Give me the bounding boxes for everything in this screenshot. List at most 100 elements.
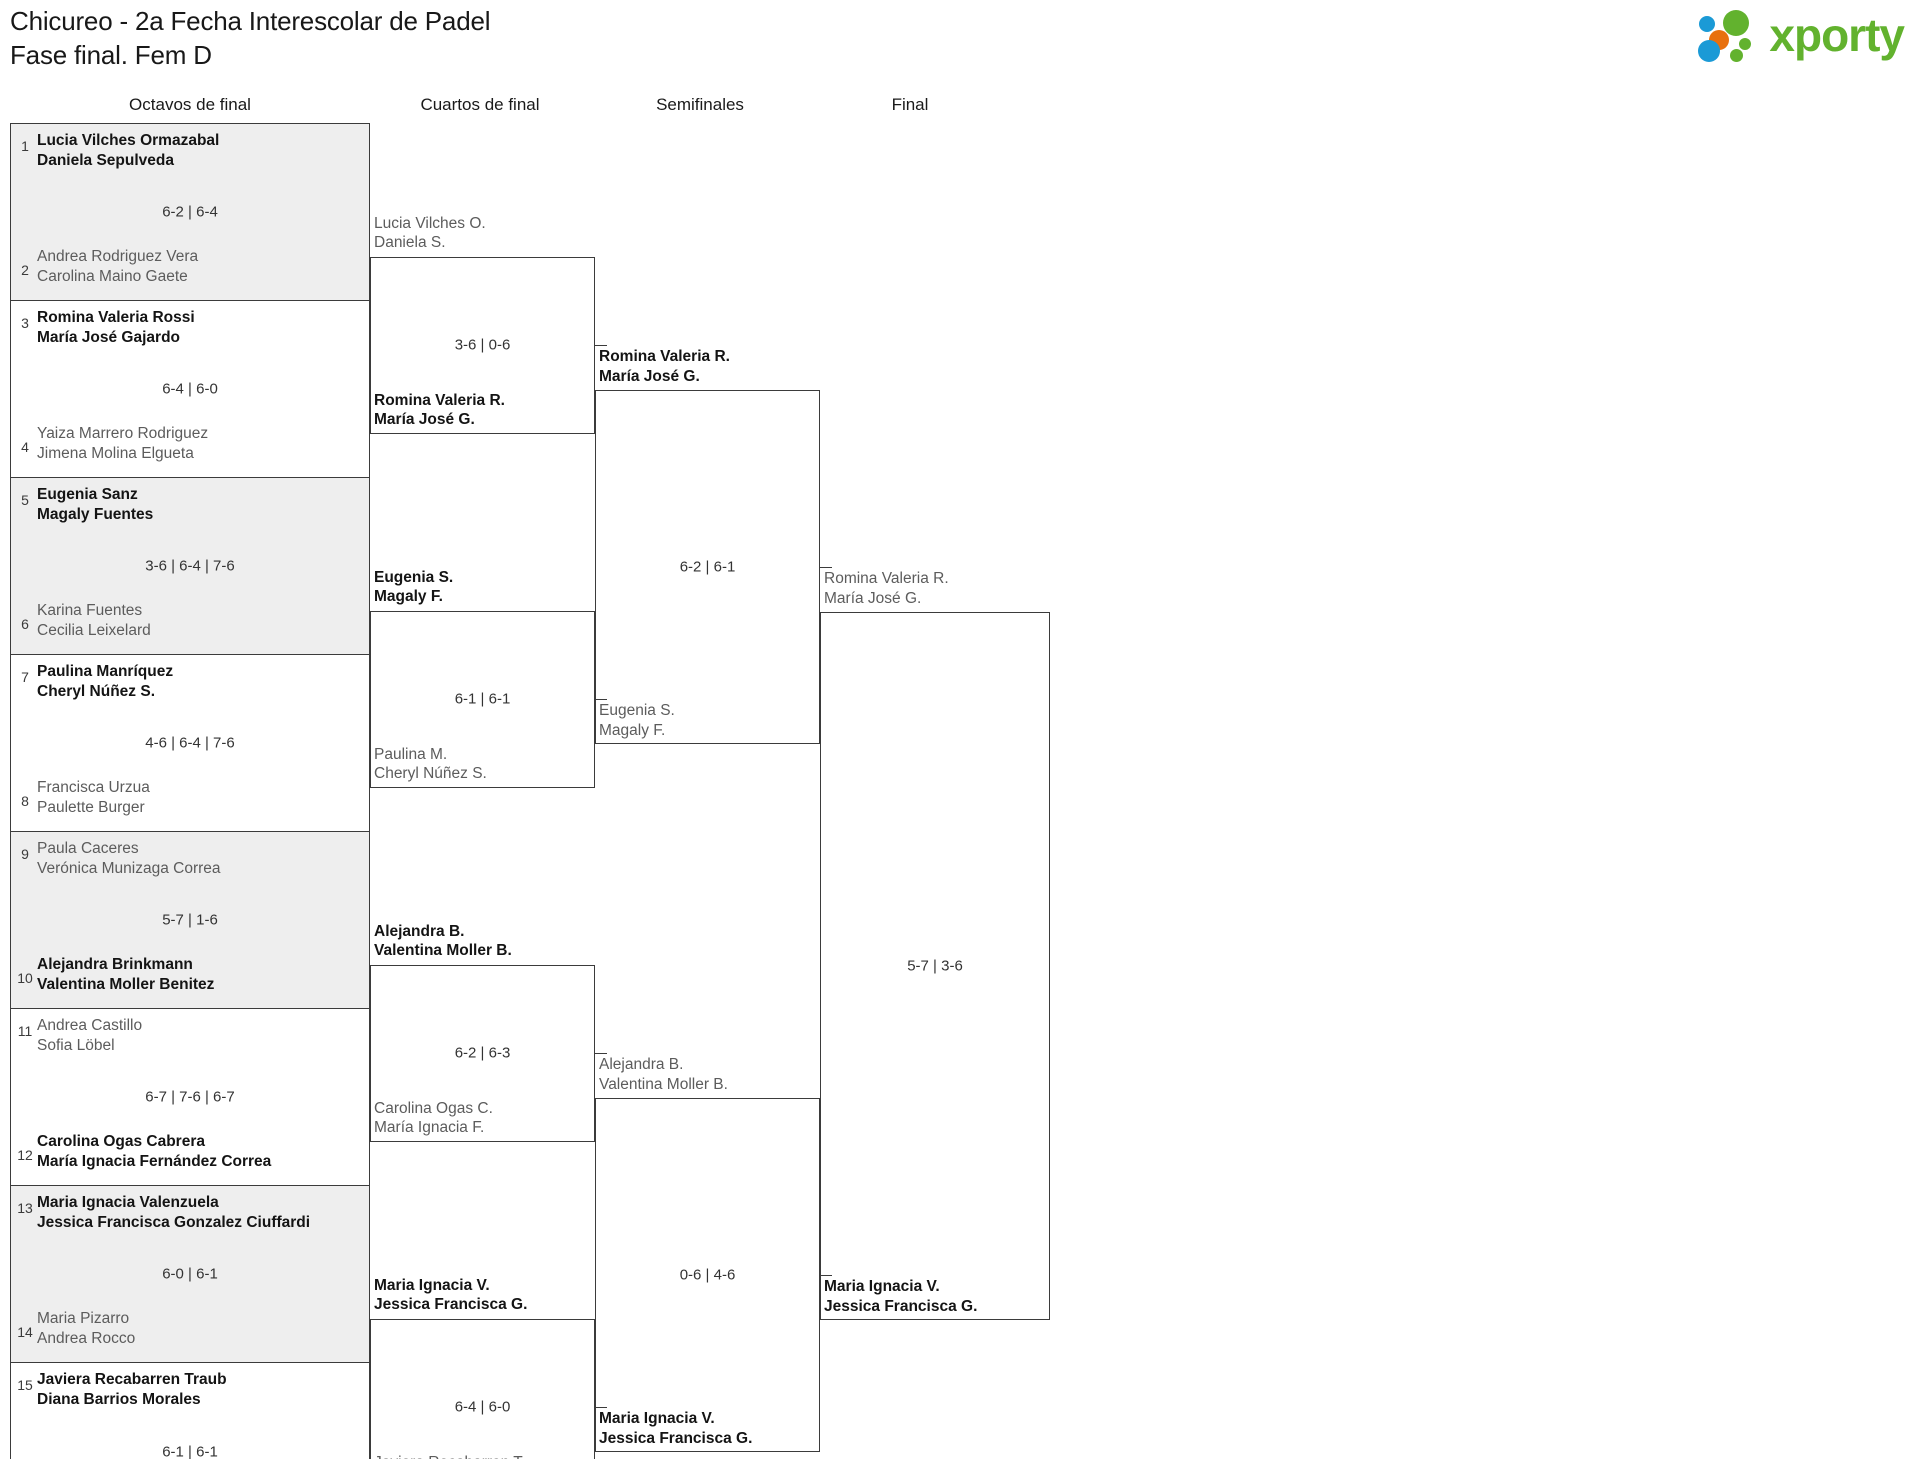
player-2: Diana Barrios Morales bbox=[37, 1390, 201, 1408]
seed-number: 10 bbox=[17, 970, 33, 986]
final-team-bottom[interactable]: Maria Ignacia V.Jessica Francisca G. bbox=[824, 1277, 977, 1316]
logo-dot-green-3 bbox=[1730, 49, 1744, 62]
player-2: Magaly Fuentes bbox=[37, 505, 154, 523]
player-2: Magaly F. bbox=[599, 721, 666, 739]
sf-team-bottom[interactable]: Eugenia S.Magaly F. bbox=[599, 701, 675, 740]
player-2: María José Gajardo bbox=[37, 328, 181, 346]
player-2: Valentina Moller B. bbox=[599, 1075, 728, 1093]
player-2: Valentina Moller Benitez bbox=[37, 975, 215, 993]
bracket-connector bbox=[820, 1275, 832, 1276]
player-1: Maria Ignacia V. bbox=[824, 1278, 940, 1295]
player-2: María José G. bbox=[599, 367, 700, 385]
seed-number: 9 bbox=[21, 846, 29, 862]
round-header-r16: Octavos de final bbox=[129, 95, 251, 114]
player-1: Carolina Ogas C. bbox=[374, 1099, 493, 1117]
sf-box[interactable]: 6-2 | 6-1 bbox=[595, 390, 820, 744]
page-title: Chicureo - 2a Fecha Interescolar de Pade… bbox=[10, 4, 490, 72]
sf-team-bottom[interactable]: Maria Ignacia V. Jessica Francisca G. bbox=[599, 1409, 752, 1448]
qf-team-bottom[interactable]: Paulina M.Cheryl Núñez S. bbox=[374, 745, 487, 784]
sf-team-top[interactable]: Romina Valeria R. María José G. bbox=[599, 347, 730, 386]
qf-team-top[interactable]: Eugenia S.Magaly F. bbox=[374, 568, 453, 607]
player-1: Romina Valeria R. bbox=[824, 570, 949, 587]
player-2: Valentina Moller B. bbox=[374, 942, 512, 959]
seed-number: 7 bbox=[21, 669, 29, 685]
round-header-sf: Semifinales bbox=[656, 95, 744, 114]
player-2: Cheryl Núñez S. bbox=[374, 765, 487, 782]
player-1: Maria Ignacia V. bbox=[599, 1410, 715, 1427]
player-2: Jessica Francisca G. bbox=[374, 1296, 528, 1313]
seed-number: 12 bbox=[17, 1147, 33, 1163]
player-1: Javiera Recabarren T. bbox=[374, 1453, 525, 1459]
player-2: Daniela S. bbox=[374, 234, 446, 251]
qf-box[interactable]: 6-4 | 6-0 bbox=[370, 1318, 595, 1459]
qf-team-bottom[interactable]: Romina Valeria R.María José G. bbox=[374, 391, 505, 430]
sf-box[interactable]: 0-6 | 4-6 bbox=[595, 1098, 820, 1452]
match-score: 0-6 | 4-6 bbox=[679, 1266, 736, 1284]
title-line-1: Chicureo - 2a Fecha Interescolar de Pade… bbox=[10, 6, 491, 36]
seed-number: 14 bbox=[17, 1324, 33, 1340]
qf-box[interactable]: 6-2 | 6-3 bbox=[370, 964, 595, 1142]
match-score: 6-4 | 6-0 bbox=[454, 1398, 511, 1416]
xporty-logo[interactable]: xporty bbox=[1697, 8, 1905, 62]
player-2: Jessica Francisca G. bbox=[599, 1429, 753, 1447]
player-1: Paula Caceres bbox=[37, 840, 139, 857]
player-1: Alejandra B. bbox=[599, 1056, 684, 1073]
seed-number: 13 bbox=[17, 1200, 33, 1216]
title-line-2: Fase final. Fem D bbox=[10, 40, 212, 70]
player-1: Eugenia S. bbox=[374, 568, 454, 586]
final-box[interactable]: 5-7 | 3-6 bbox=[820, 612, 1050, 1320]
bracket-connector bbox=[820, 567, 832, 568]
seed-number: 8 bbox=[21, 793, 29, 809]
qf-team-bottom[interactable]: Carolina Ogas C.María Ignacia F. bbox=[374, 1099, 493, 1138]
match-score: 4-6 | 6-4 | 7-6 bbox=[145, 734, 235, 752]
qf-box[interactable]: 3-6 | 0-6 bbox=[370, 256, 595, 434]
player-2: Jessica Francisca Gonzalez Ciuffardi bbox=[37, 1213, 311, 1231]
qf-team-top[interactable]: Alejandra B.Valentina Moller B. bbox=[374, 922, 512, 961]
player-1: Romina Valeria Rossi bbox=[37, 309, 195, 326]
bracket-connector bbox=[595, 699, 607, 700]
player-2: Andrea Rocco bbox=[37, 1329, 136, 1347]
qf-team-top[interactable]: Maria Ignacia V.Jessica Francisca G. bbox=[374, 1276, 527, 1315]
player-1: Romina Valeria R. bbox=[599, 348, 730, 365]
seed-number: 6 bbox=[21, 616, 29, 632]
seed-number: 3 bbox=[21, 315, 29, 331]
bracket-connector bbox=[595, 345, 607, 346]
player-1: Javiera Recabarren Traub bbox=[37, 1371, 227, 1388]
qf-box[interactable]: 6-1 | 6-1 bbox=[370, 610, 595, 788]
logo-dot-green-2 bbox=[1739, 38, 1752, 50]
match-score: 6-1 | 6-1 bbox=[454, 690, 511, 708]
qf-team-bottom[interactable]: Javiera Recabarren T.Diana Barrios M. bbox=[374, 1453, 525, 1459]
final-team-top[interactable]: Romina Valeria R.María José G. bbox=[824, 569, 949, 608]
seed-number: 2 bbox=[21, 262, 29, 278]
dots-icon bbox=[1697, 8, 1761, 62]
sf-team-top[interactable]: Alejandra B. Valentina Moller B. bbox=[599, 1055, 728, 1094]
player-2: María Ignacia Fernández Correa bbox=[37, 1152, 272, 1170]
qf-team-top[interactable]: Lucia Vilches O.Daniela S. bbox=[374, 214, 486, 253]
round-header-final: Final bbox=[891, 95, 929, 114]
match-score: 6-2 | 6-1 bbox=[679, 558, 736, 576]
